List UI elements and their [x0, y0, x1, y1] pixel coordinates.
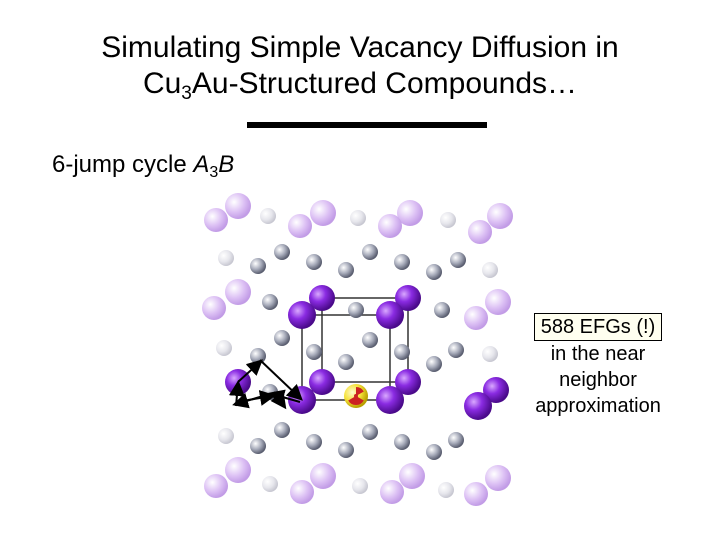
note-line4: approximation	[535, 395, 661, 417]
efg-note: 588 EFGs (!) in the near neighbor approx…	[518, 313, 678, 419]
radioactive-icon	[344, 384, 368, 408]
minority-atoms	[250, 244, 466, 460]
formula-a: A	[193, 151, 210, 178]
faded-minority-atoms	[216, 208, 498, 498]
title-line2-post: Au-Structured Compounds…	[191, 67, 578, 100]
note-line3: neighbor	[559, 369, 637, 391]
title-line2-sub: 3	[181, 83, 192, 104]
title-line1: Simulating Simple Vacancy Diffusion in	[101, 31, 619, 64]
subtitle-text: 6-jump cycle	[52, 151, 194, 178]
formula-b: B	[218, 151, 235, 178]
formula-sub: 3	[209, 164, 219, 181]
jump-cycle-arrows	[228, 359, 303, 410]
faded-majority-atoms	[202, 193, 513, 506]
efg-count-box: 588 EFGs (!)	[533, 313, 663, 341]
title-rule	[247, 122, 487, 128]
subtitle: 6-jump cycle A3B	[52, 150, 235, 181]
note-line2: in the near	[550, 343, 646, 365]
crystal-lattice-figure	[202, 193, 513, 506]
slide-title: Simulating Simple Vacancy Diffusion in C…	[0, 30, 720, 104]
title-line2-pre: Cu	[142, 67, 182, 100]
